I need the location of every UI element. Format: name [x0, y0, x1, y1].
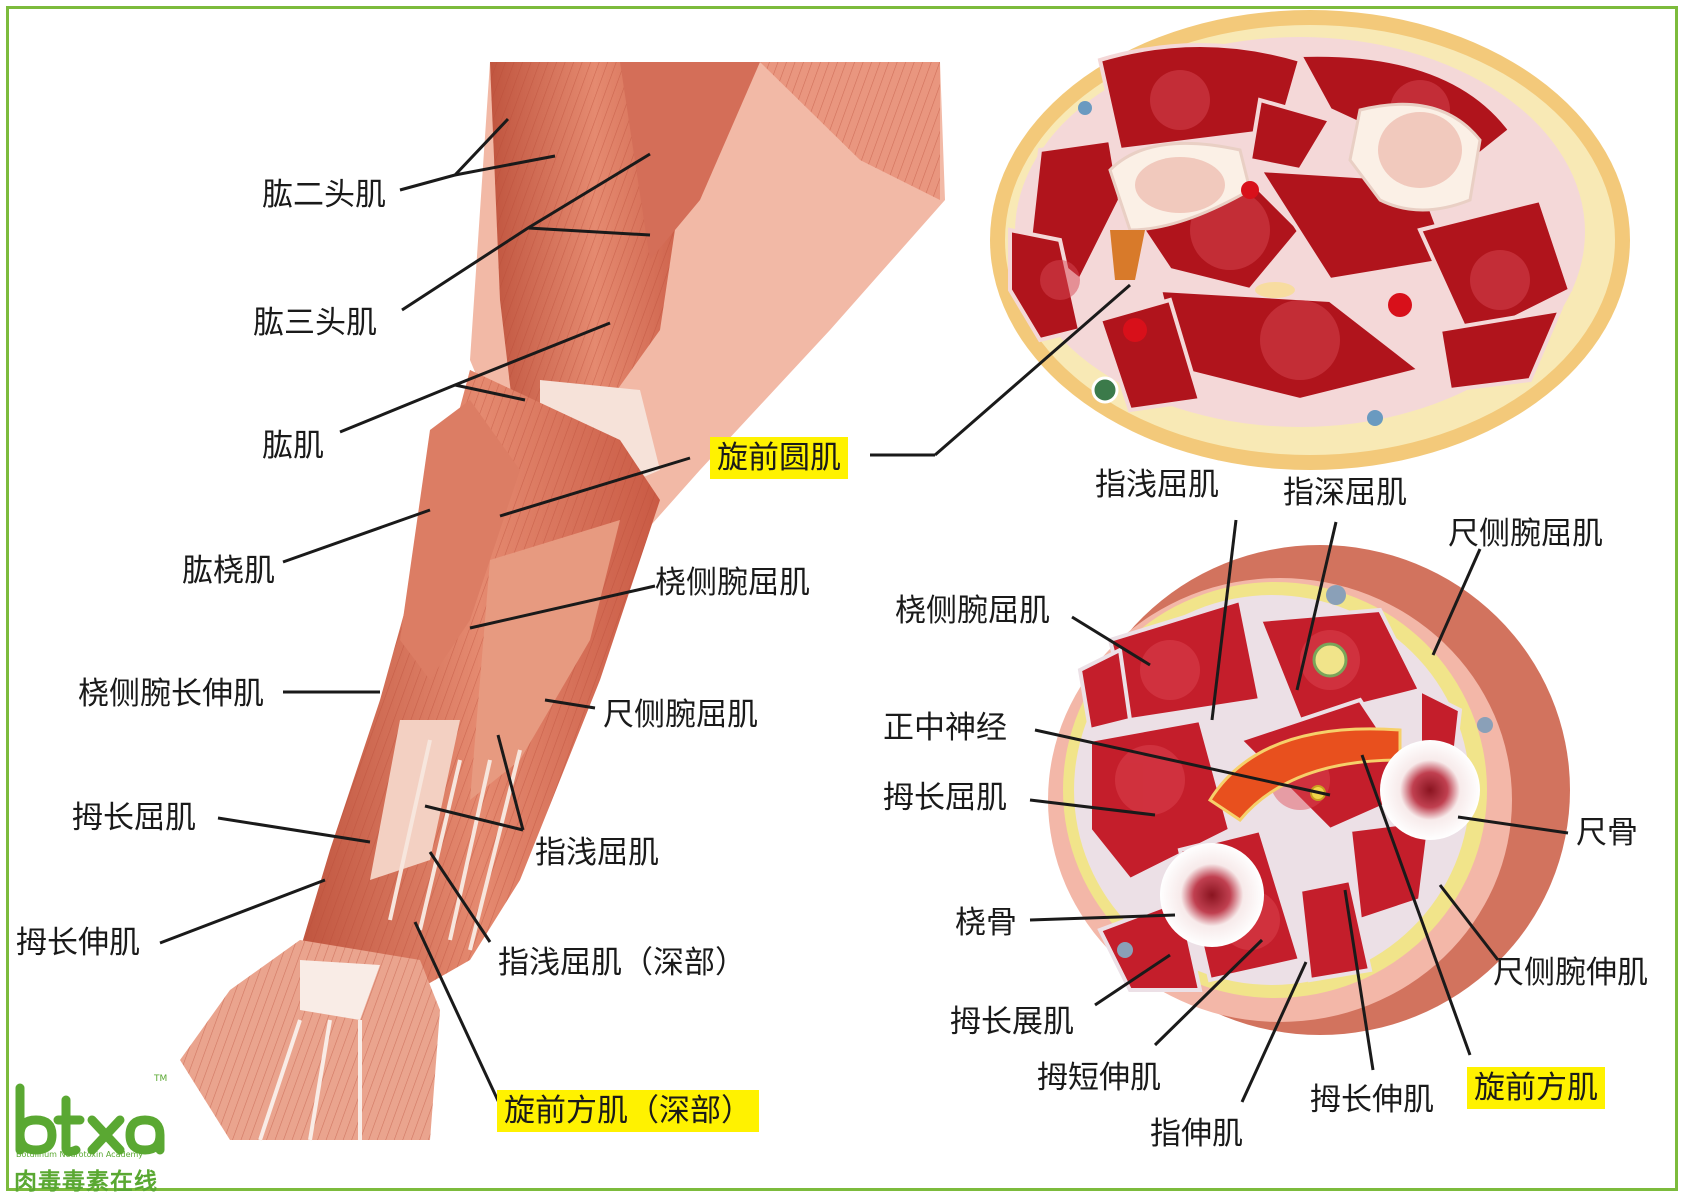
label-brachialis: 肱肌: [262, 428, 324, 464]
label-triceps: 肱三头肌: [253, 305, 377, 341]
label-fds-deep: 指浅屈肌（深部）: [498, 945, 746, 981]
btxa-logo: [15, 1083, 165, 1157]
label-fds-cross-section: 指浅屈肌: [1095, 467, 1219, 503]
label-fdp-cross-section: 指深屈肌: [1283, 475, 1407, 511]
label-ulna: 尺骨: [1576, 815, 1638, 851]
label-extensor-digitorum-cross-section: 指伸肌: [1150, 1116, 1243, 1152]
label-biceps: 肱二头肌: [262, 177, 386, 213]
label-fpl-cross-section: 拇长屈肌: [883, 780, 1007, 816]
figure-border: [6, 6, 1678, 1191]
label-flexor-digitorum-superficialis-arm: 指浅屈肌: [535, 835, 659, 871]
label-extensor-pollicis-longus-arm: 拇长伸肌: [16, 925, 140, 961]
label-epb-cross-section: 拇短伸肌: [1037, 1060, 1161, 1096]
label-radius: 桡骨: [955, 905, 1017, 941]
label-median-nerve: 正中神经: [883, 710, 1007, 746]
arm-illustration: [180, 62, 945, 1141]
label-ecu-cross-section: 尺侧腕伸肌: [1493, 955, 1648, 991]
label-flexor-pollicis-longus-arm: 拇长屈肌: [72, 800, 196, 836]
label-flexor-carpi-ulnaris-arm: 尺侧腕屈肌: [603, 697, 758, 733]
logo-trademark: TM: [154, 1074, 168, 1084]
label-epl-cross-section: 拇长伸肌: [1310, 1082, 1434, 1118]
label-flexor-carpi-radialis-arm: 桡侧腕屈肌: [655, 565, 810, 601]
logo-name: 肉毒毒素在线: [14, 1169, 158, 1195]
label-pronator-teres: 旋前圆肌: [710, 437, 848, 479]
label-pronator-quadratus-cross-section: 旋前方肌: [1467, 1067, 1605, 1109]
label-apl-cross-section: 拇长展肌: [950, 1004, 1074, 1040]
label-fcu-cross-section: 尺侧腕屈肌: [1448, 516, 1603, 552]
upper-forearm-cross-section: [990, 10, 1630, 470]
leader-lines: [159, 117, 1569, 1106]
label-pronator-quadratus-deep: 旋前方肌（深部）: [497, 1090, 759, 1132]
label-fcr-cross-section: 桡侧腕屈肌: [895, 593, 1050, 629]
lower-forearm-cross-section: [1048, 545, 1570, 1035]
logo-subtitle: Botulinum Neurotoxin Academy: [16, 1150, 144, 1159]
label-brachioradialis: 肱桡肌: [182, 553, 275, 589]
label-extensor-carpi-radialis-longus: 桡侧腕长伸肌: [78, 676, 264, 712]
